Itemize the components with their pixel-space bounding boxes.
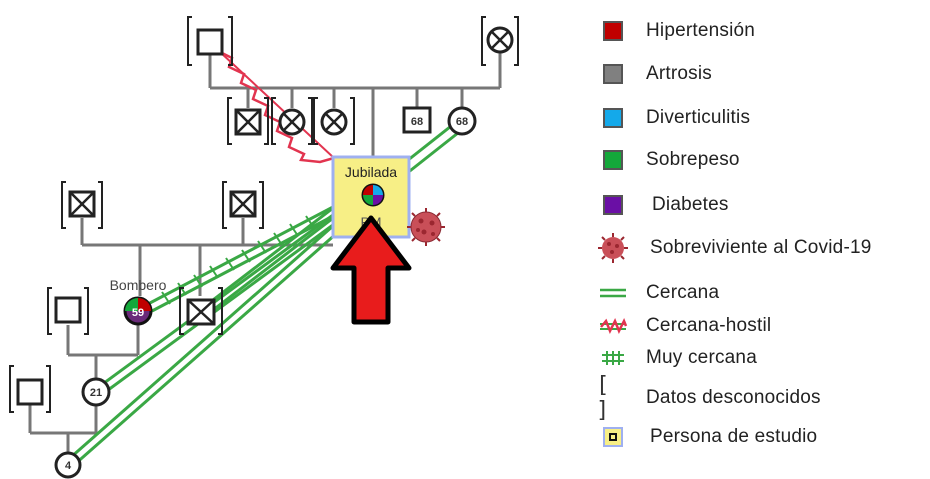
legend-label: Sobrepeso <box>646 149 740 170</box>
legend-item-artrosis: Artrosis <box>596 59 712 89</box>
sobrepeso-swatch <box>603 150 623 170</box>
maternal-grandmother <box>222 181 264 229</box>
legend-item-sobrepeso: Sobrepeso <box>596 145 740 175</box>
legend-label: Diabetes <box>652 194 729 215</box>
diverticulitis-swatch <box>603 108 623 128</box>
legend-item-datos-desconocidos: [ ] Datos desconocidos <box>596 373 821 423</box>
legend-label: Hipertensión <box>646 20 756 41</box>
legend-item-persona-de-estudio: Persona de estudio <box>596 422 817 452</box>
close-hostile-relationship-line <box>219 50 335 164</box>
deceased-male <box>179 287 223 335</box>
legend-item-hipertension: Hipertensión <box>596 16 755 46</box>
study-person-icon <box>603 427 623 447</box>
child-21: 21 <box>81 377 111 407</box>
legend-item-diabetes: Diabetes <box>596 190 729 220</box>
very-close-relationship-icon <box>602 351 624 365</box>
legend-label: Sobreviviente al Covid-19 <box>650 237 872 258</box>
legend-label: Muy cercana <box>646 347 757 368</box>
virus-icon <box>598 233 628 263</box>
firefighter-partner <box>47 287 89 335</box>
legend-label: Datos desconocidos <box>646 387 821 408</box>
child-age: 21 <box>90 387 102 399</box>
legend-label: Persona de estudio <box>650 426 818 447</box>
genogram: 68 68 Jubilada PM <box>9 16 519 479</box>
firefighter: Bombero 59 <box>110 277 167 326</box>
legend-label: Cercana-hostil <box>646 315 772 336</box>
legend-item-diverticulitis: Diverticulitis <box>596 103 750 133</box>
hipertension-swatch <box>603 21 623 41</box>
virus-icon <box>407 208 445 246</box>
aunt-68: 68 <box>447 106 477 136</box>
diabetes-swatch <box>603 195 623 215</box>
legend-item-covid: Sobreviviente al Covid-19 <box>596 233 872 263</box>
grandmother-deceased <box>481 16 519 66</box>
deceased-aunt-2 <box>313 97 355 145</box>
grandfather <box>187 16 233 66</box>
artrosis-swatch <box>603 64 623 84</box>
study-person-occupation: Jubilada <box>345 164 397 180</box>
aunt-age: 68 <box>456 116 468 128</box>
uncle-68: 68 <box>402 106 432 134</box>
deceased-aunt <box>271 97 313 145</box>
legend-label: Diverticulitis <box>646 107 751 128</box>
close-relationship-icon <box>600 288 626 298</box>
grandchild-age: 4 <box>65 460 72 472</box>
very-close-relationship-line <box>147 205 338 313</box>
maternal-grandfather <box>61 181 103 229</box>
arrow-icon <box>330 215 412 325</box>
legend-item-muy-cercana: Muy cercana <box>596 343 757 373</box>
grandchild-4: 4 <box>54 451 82 479</box>
uncle-age: 68 <box>411 116 423 128</box>
firefighter-label: Bombero <box>110 277 167 293</box>
close-hostile-relationship-icon <box>600 317 628 335</box>
legend-item-cercana-hostil: Cercana-hostil <box>596 311 771 341</box>
legend-item-cercana: Cercana <box>596 278 719 308</box>
deceased-uncle <box>227 97 269 145</box>
bracket-icon: [ ] <box>596 373 610 423</box>
firefighter-age: 59 <box>132 307 144 319</box>
child-partner <box>9 365 51 413</box>
legend-label: Cercana <box>646 282 720 303</box>
legend-label: Artrosis <box>646 63 712 84</box>
